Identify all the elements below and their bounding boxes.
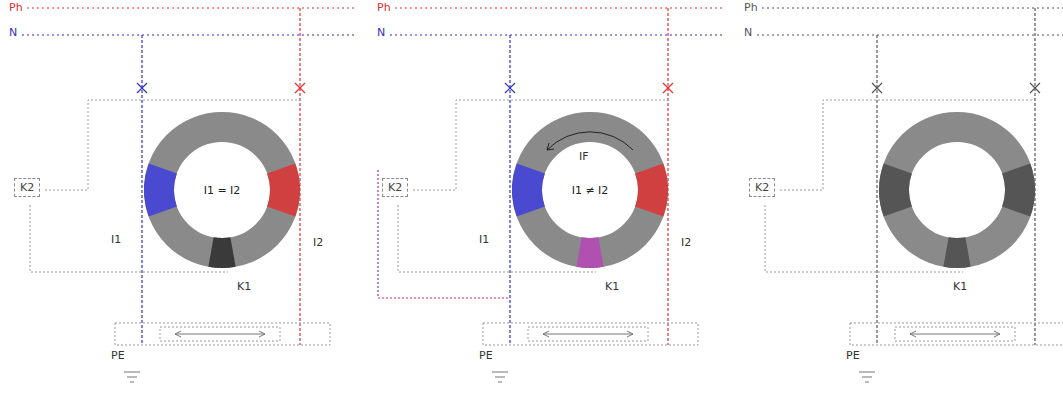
wire-label: Ph: [743, 1, 759, 14]
wire-label: I1: [478, 233, 490, 246]
toroid-text-holder: I1 ≠ I2: [512, 112, 668, 268]
relay-box: K2: [749, 178, 775, 197]
current-relation: I1 = I2: [204, 184, 241, 197]
wire-label: N: [743, 26, 753, 39]
current-transformer-toroid: I1 = I2: [144, 112, 300, 268]
wire-label: PE: [110, 349, 126, 362]
wire-label: K1: [604, 280, 620, 293]
wire-label: IF: [578, 150, 590, 163]
current-relation: I1 ≠ I2: [572, 184, 609, 197]
wire-label: PE: [845, 349, 861, 362]
wire-label: N: [8, 26, 18, 39]
relay-box: K2: [382, 178, 408, 197]
relay-label: K2: [755, 181, 769, 194]
wire-label: PE: [478, 349, 494, 362]
wire-label: K1: [952, 280, 968, 293]
wire-label: I1: [110, 233, 122, 246]
wire-label: I2: [680, 236, 692, 249]
current-transformer-toroid: I1 ≠ I2: [512, 112, 668, 268]
relay-label: K2: [388, 181, 402, 194]
wire-label: Ph: [376, 1, 392, 14]
wire-label: Ph: [8, 1, 24, 14]
relay-box: K2: [14, 178, 40, 197]
relay-label: K2: [20, 181, 34, 194]
toroid-text-holder: I1 = I2: [144, 112, 300, 268]
wire-label: I2: [312, 236, 324, 249]
wire-label: N: [376, 26, 386, 39]
wire-label: K1: [236, 280, 252, 293]
